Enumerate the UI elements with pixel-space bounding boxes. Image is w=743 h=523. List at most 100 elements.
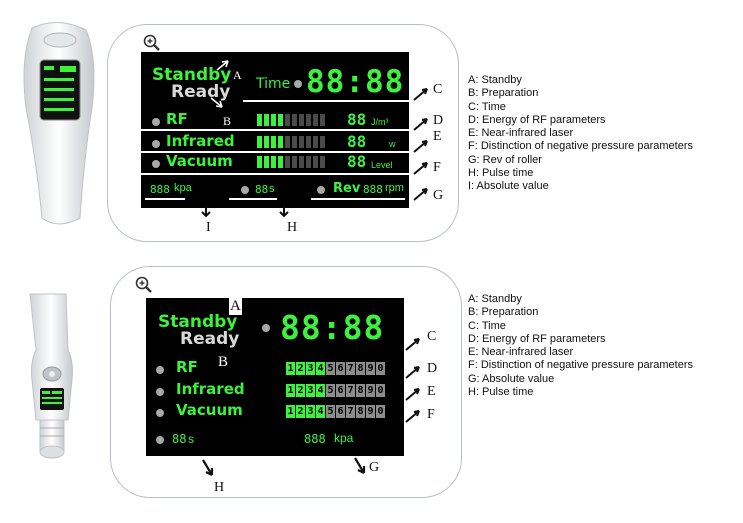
standby-label: Standby xyxy=(158,312,238,332)
infrared-label: Infrared xyxy=(176,380,245,398)
legend-item: D: Energy of RF parameters xyxy=(468,113,606,126)
rev-value: 888 xyxy=(363,183,383,196)
arrow-icon xyxy=(354,457,366,474)
label-g: G xyxy=(433,188,444,203)
arrow-icon xyxy=(279,207,289,218)
ready-label: Ready xyxy=(180,329,240,349)
label-b: B xyxy=(223,114,232,128)
vacuum-label: Vacuum xyxy=(176,401,243,419)
arrow-icon xyxy=(202,459,214,476)
arrow-icon xyxy=(216,60,229,71)
label-c: C xyxy=(433,82,443,97)
kpa-value: 888 xyxy=(150,183,170,196)
rf-label: RF xyxy=(166,110,188,128)
infrared-unit: w xyxy=(389,139,396,149)
legend-item: G: Rev of roller xyxy=(468,153,542,166)
legend-item: E: Near-infrared laser xyxy=(468,346,574,359)
time-digits: 88:88 xyxy=(280,308,385,347)
arrow-icon xyxy=(413,140,428,153)
rf-level-bars xyxy=(257,114,325,126)
time-digits: 88:88 xyxy=(306,64,405,100)
label-d: D xyxy=(433,113,444,128)
infrared-indicator-dot xyxy=(156,388,164,396)
zoom-in-icon xyxy=(135,276,152,293)
time-label: Time xyxy=(256,76,291,92)
legend-item: A: Standby xyxy=(468,74,522,86)
zoom-in-icon xyxy=(143,34,160,51)
arrow-icon xyxy=(201,207,211,218)
arrow-icon xyxy=(413,188,428,201)
arrow-icon xyxy=(413,88,428,101)
handpiece-device-image-2 xyxy=(29,293,73,459)
arrow-icon xyxy=(413,118,428,131)
vacuum-indicator-dot xyxy=(156,409,164,417)
rev-label: Rev xyxy=(333,181,361,196)
kpa-unit: kpa xyxy=(334,431,354,445)
rev-unit: rpm xyxy=(385,182,404,194)
legend-item: I: Absolute value xyxy=(468,180,549,193)
legend-item: C: Time xyxy=(468,319,506,332)
rf-indicator-dot xyxy=(152,118,160,126)
label-a: A xyxy=(233,68,242,82)
arrow-icon xyxy=(405,410,420,423)
legend-item: A: Standby xyxy=(468,293,522,305)
label-f: F xyxy=(427,407,435,422)
label-h: H xyxy=(287,220,298,235)
rf-value: 88 xyxy=(347,110,367,129)
screen-callout-frame-1 xyxy=(107,24,459,242)
pulse-value: 88 xyxy=(172,432,187,446)
legend-item: F: Distinction of negative pressure para… xyxy=(468,359,693,372)
handpiece-device-image-1 xyxy=(23,22,95,225)
vacuum-unit: Level xyxy=(371,160,393,170)
ready-label: Ready xyxy=(171,82,231,102)
label-d: D xyxy=(427,361,438,376)
arrow-icon xyxy=(405,338,420,351)
legend-1: A: Standby B: Preparation C: Time D: Ene… xyxy=(468,74,693,194)
label-c: C xyxy=(427,329,437,344)
label-g: G xyxy=(369,460,380,475)
legend-item: G: Absolute value xyxy=(468,372,555,385)
rf-label: RF xyxy=(176,358,198,376)
legend-item: F: Distinction of negative pressure para… xyxy=(468,140,693,153)
divider-line xyxy=(243,100,409,102)
arrow-icon xyxy=(405,388,420,401)
infrared-value: 88 xyxy=(347,132,367,151)
rev-indicator-dot xyxy=(317,186,325,194)
rf-indicator-dot xyxy=(156,366,164,374)
infrared-label: Infrared xyxy=(166,132,235,150)
arrow-icon xyxy=(413,162,428,175)
pulse-value: 88 xyxy=(255,183,269,196)
legend-item: C: Time xyxy=(468,100,506,113)
pulse-indicator-dot xyxy=(241,186,249,194)
label-e: E xyxy=(427,384,436,399)
legend-item: H: Pulse time xyxy=(468,167,534,180)
label-e: E xyxy=(433,129,442,144)
vacuum-indicator-dot xyxy=(152,160,160,168)
label-a: A xyxy=(229,298,242,315)
label-f: F xyxy=(433,160,441,175)
arrow-icon xyxy=(405,366,420,379)
vacuum-label: Vacuum xyxy=(166,152,233,170)
vacuum-value: 88 xyxy=(347,152,367,171)
infrared-indicator-dot xyxy=(152,140,160,148)
legend-item: D: Energy of RF parameters xyxy=(468,332,606,345)
time-indicator-dot xyxy=(262,324,270,332)
standby-label: Standby xyxy=(152,65,232,85)
pulse-unit: s xyxy=(269,183,275,195)
pulse-indicator-dot xyxy=(156,436,164,444)
infrared-level-bars xyxy=(257,136,325,148)
kpa-unit: kpa xyxy=(174,182,192,194)
kpa-value: 888 xyxy=(304,432,326,446)
time-indicator-dot xyxy=(294,80,302,88)
lcd-screen-1: Standby Ready Time 88:88 RF 88 J/m³ Infr… xyxy=(141,52,409,208)
legend-item: B: Preparation xyxy=(468,87,539,100)
label-b: B xyxy=(218,354,229,370)
label-h: H xyxy=(214,480,225,495)
arrow-icon xyxy=(210,97,223,108)
legend-item: B: Preparation xyxy=(468,306,539,319)
screen-callout-frame-2 xyxy=(110,266,462,498)
